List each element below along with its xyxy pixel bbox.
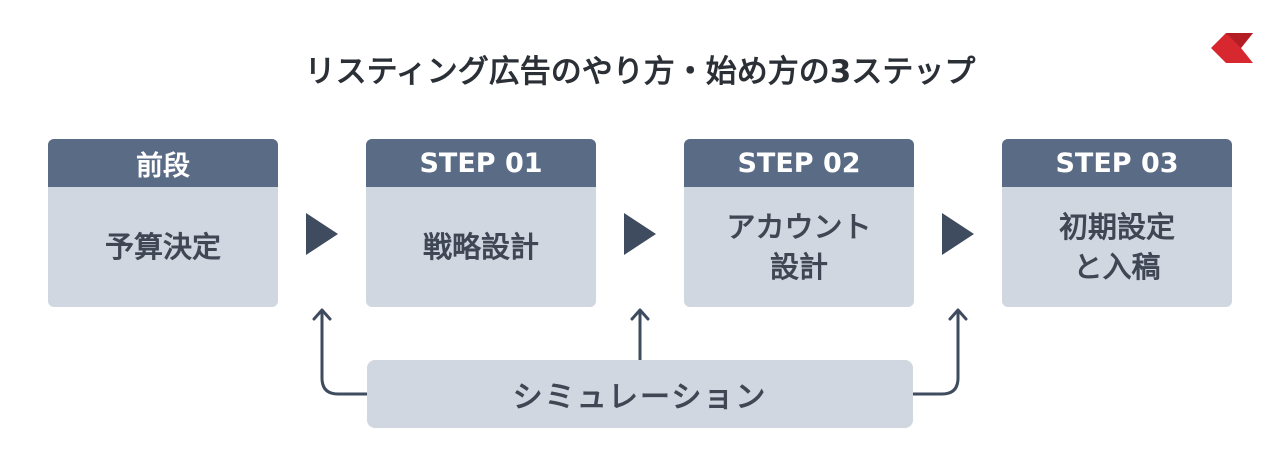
arrowhead-right-icon [948, 308, 968, 321]
step-card-pre: 前段 予算決定 [48, 139, 278, 307]
step-card-02: STEP 02 アカウント 設計 [684, 139, 914, 307]
diagram-title: リスティング広告のやり方・始め方の3ステップ [304, 54, 976, 90]
flow-arrow-icon [942, 213, 974, 255]
step-card-01: STEP 01 戦略設計 [366, 139, 596, 307]
step-content: 予算決定 [104, 230, 221, 264]
step-label: STEP 03 [1002, 139, 1232, 187]
flow-arrow-icon [624, 213, 656, 255]
step-label: STEP 01 [366, 139, 596, 187]
step-card-03: STEP 03 初期設定 と入稿 [1002, 139, 1232, 307]
connector-right-line [911, 309, 960, 396]
step-content: アカウント 設計 [726, 210, 872, 284]
step-label: STEP 02 [684, 139, 914, 187]
step-content: 初期設定 と入稿 [1058, 210, 1175, 284]
simulation-box: シミュレーション [367, 360, 913, 428]
step-label: 前段 [48, 139, 278, 187]
arrowhead-middle-icon [630, 308, 650, 321]
connector-left-line [320, 309, 369, 396]
step-content: 戦略設計 [422, 230, 539, 264]
brand-logo-icon [1211, 33, 1253, 63]
flow-arrow-icon [306, 213, 338, 255]
arrowhead-left-icon [312, 308, 332, 321]
